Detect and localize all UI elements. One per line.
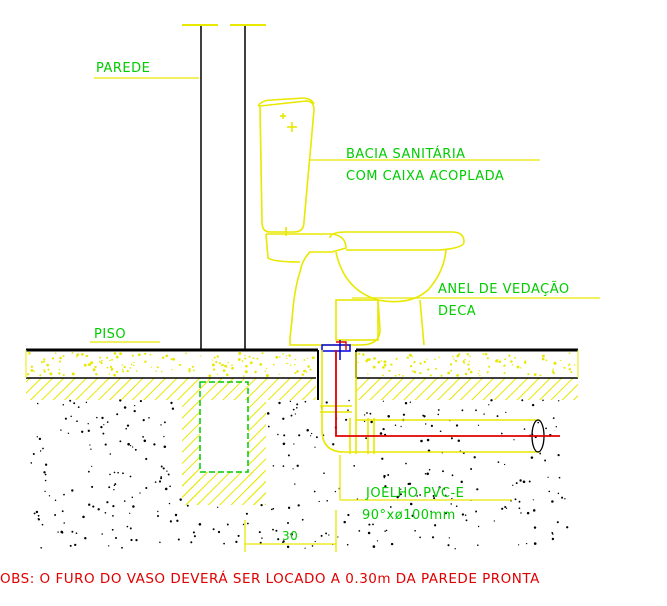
note-text: OBS: O FURO DO VASO DEVERÁ SER LOCADO A …: [0, 570, 540, 587]
seal-label-line2: DECA: [438, 304, 476, 319]
pipe-centerline-upper: [336, 341, 347, 350]
elbow-label-line2: 90°xø100mm: [362, 508, 456, 523]
drain-pipe: [320, 350, 540, 454]
toilet-outline: [257, 97, 465, 346]
wall-label: PAREDE: [96, 61, 150, 76]
soil-speckle: [30, 399, 569, 550]
pipe-centerline: [335, 350, 560, 437]
hatch-band-right: [356, 378, 578, 400]
floor-label: PISO: [94, 327, 126, 342]
footing-hatch-bottom: [182, 472, 266, 505]
hatch-band-left: [26, 378, 316, 400]
toilet-label-line2: COM CAIXA ACOPLADA: [346, 169, 504, 184]
slab-speckle: [26, 351, 576, 378]
dimension-label: 30: [282, 529, 298, 543]
wall-footing: [199, 381, 249, 473]
toilet-label-line1: BACIA SANITÁRIA: [346, 146, 466, 162]
elbow-label-line1: JOELHO PVC-E: [365, 486, 464, 501]
seal-label-line1: ANEL DE VEDAÇÃO: [438, 281, 570, 297]
